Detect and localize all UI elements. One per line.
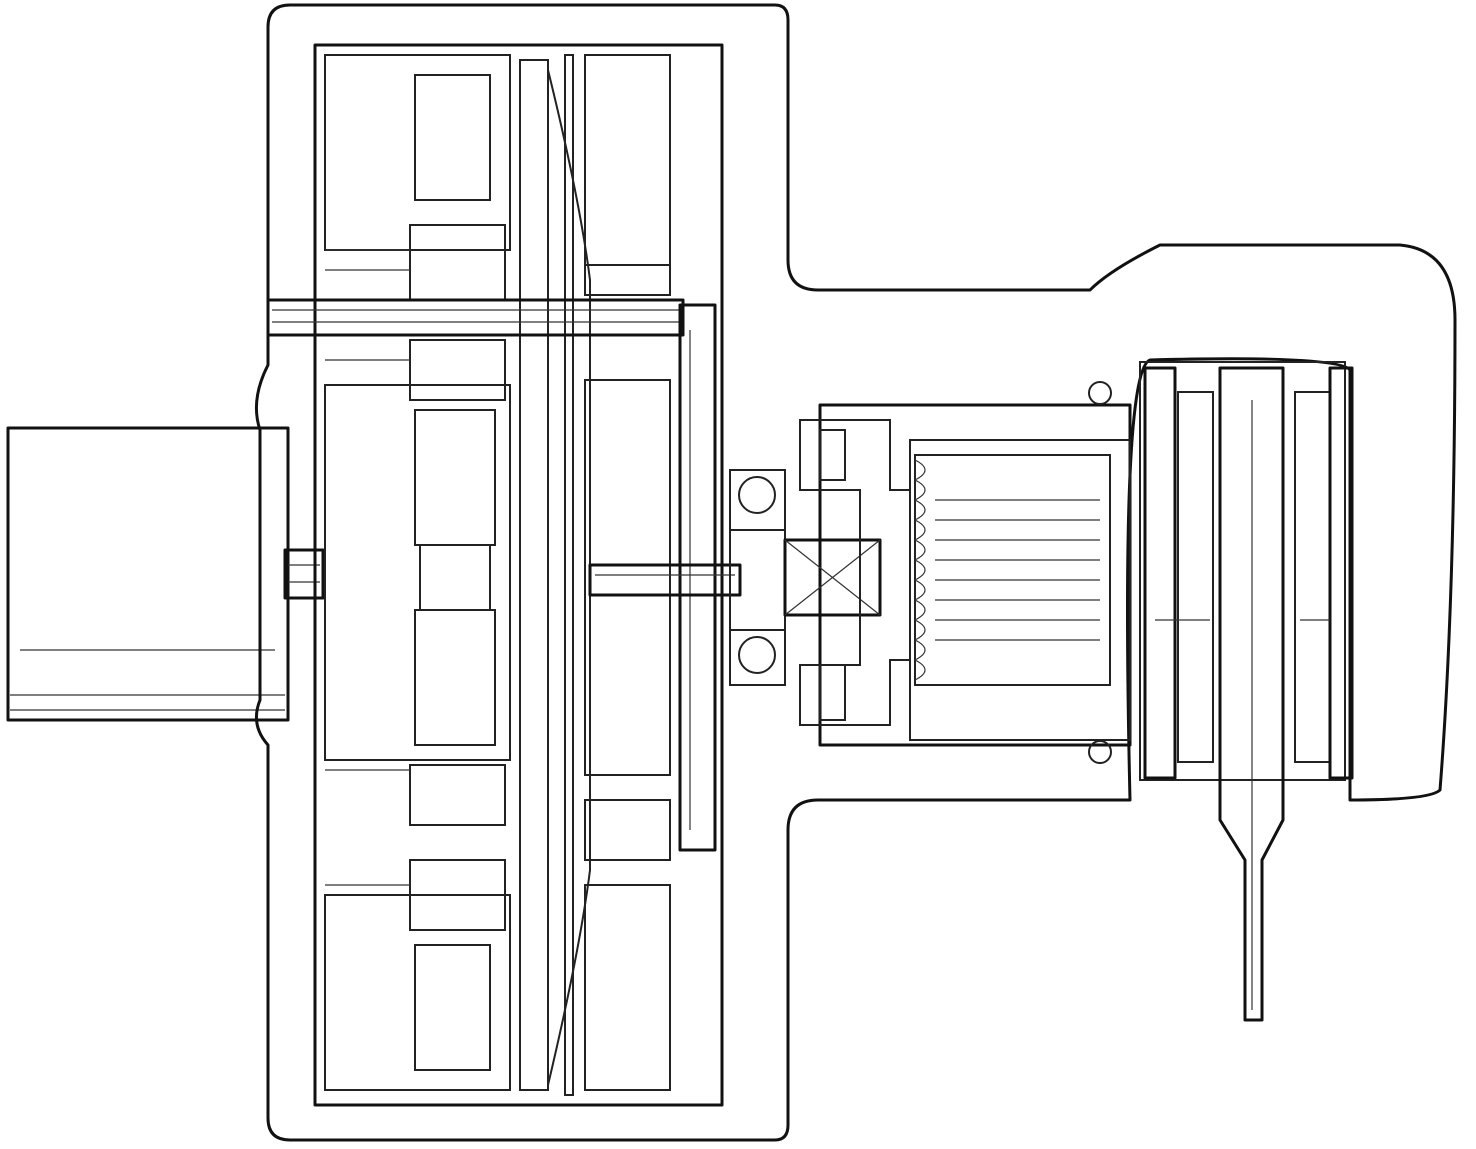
seal-ring-upper xyxy=(1088,381,1112,405)
outer-casing xyxy=(254,3,1457,1142)
bearing-upper xyxy=(729,469,786,531)
coil-lower-mid xyxy=(414,609,496,746)
hub xyxy=(799,419,911,726)
bearing-inner-race xyxy=(729,529,786,631)
coil-upper-mid xyxy=(414,409,496,546)
coil-bottom xyxy=(414,944,491,1071)
central-shaft xyxy=(588,563,742,597)
bearing-lower xyxy=(729,629,786,686)
through-pin xyxy=(266,298,685,337)
seal-ring-lower xyxy=(1088,740,1112,764)
actuating-lever xyxy=(1218,366,1285,1022)
coil-top xyxy=(414,74,491,201)
square-drive xyxy=(783,538,882,617)
input-shaft-housing xyxy=(6,426,325,722)
stator-left xyxy=(324,54,511,1091)
friction-plates xyxy=(519,54,591,1096)
threaded-spindle xyxy=(909,439,1131,741)
brake-pads xyxy=(1143,366,1354,780)
rotor-block xyxy=(584,54,671,1091)
output-plate xyxy=(678,303,717,852)
